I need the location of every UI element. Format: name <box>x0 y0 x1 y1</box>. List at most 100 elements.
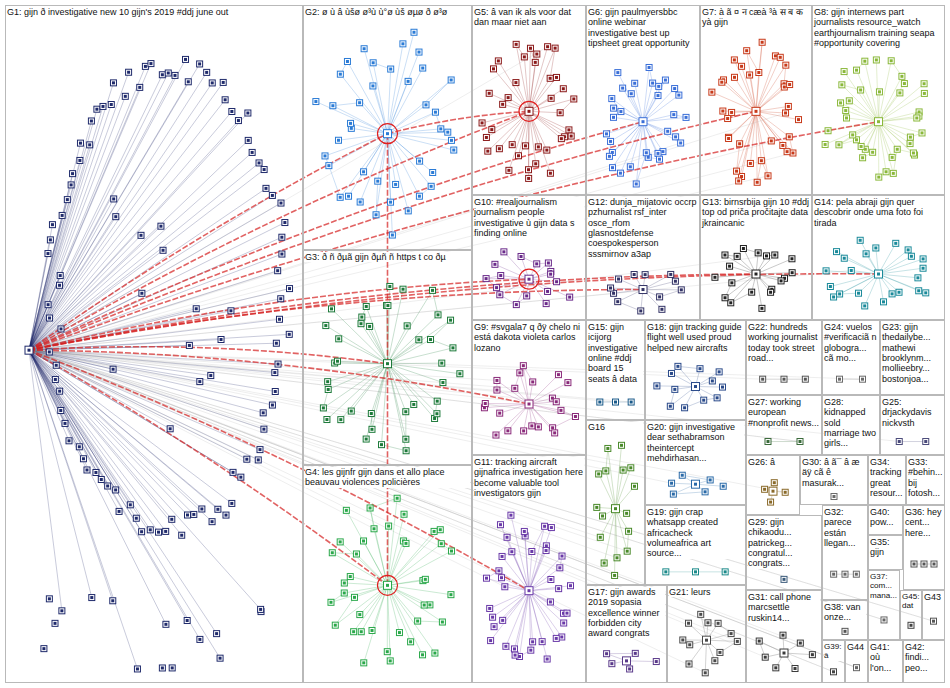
vertex-core <box>100 478 103 481</box>
vertex-core <box>545 302 548 305</box>
network-line <box>29 350 705 673</box>
vertex-core <box>485 277 488 280</box>
vertex-frame <box>896 289 902 295</box>
network-line <box>388 134 409 211</box>
network-line <box>488 111 529 151</box>
vertex-core <box>898 291 901 294</box>
vertex-frame <box>709 89 715 95</box>
vertex-icon <box>657 156 663 162</box>
vertex-icon <box>373 212 379 218</box>
vertex-icon <box>545 260 551 266</box>
vertex-core <box>195 307 198 310</box>
vertex-icon <box>785 103 791 109</box>
vertex-icon <box>552 45 558 51</box>
vertex-frame <box>197 636 203 642</box>
vertex-frame <box>159 72 165 78</box>
vertex-core <box>59 274 62 277</box>
vertex-core <box>825 269 828 272</box>
vertex-core <box>407 209 410 212</box>
vertex-core <box>797 118 800 121</box>
vertex-frame <box>920 256 926 262</box>
vertex-frame <box>344 58 350 64</box>
vertex-icon <box>260 410 266 416</box>
highlight-line <box>29 350 529 404</box>
vertex-core <box>362 170 365 173</box>
network-line <box>523 366 529 404</box>
vertex-core <box>680 288 683 291</box>
vertex-icon <box>279 251 285 257</box>
network-line <box>879 122 914 153</box>
vertex-core <box>837 143 840 146</box>
vertex-core <box>891 292 894 295</box>
vertex-core <box>788 135 791 138</box>
vertex-frame <box>609 96 615 102</box>
vertex-core <box>161 666 164 669</box>
vertex-frame <box>156 529 162 535</box>
vertex-frame <box>486 90 492 96</box>
vertex-core <box>912 151 915 154</box>
vertex-icon <box>214 631 220 637</box>
vertex-frame <box>357 199 363 205</box>
vertex-core <box>47 303 50 306</box>
network-line <box>335 597 354 625</box>
vertex-icon <box>908 253 914 259</box>
vertex-core <box>370 428 373 431</box>
vertex-frame <box>854 67 860 73</box>
network-line <box>332 309 388 364</box>
vertex-icon <box>557 110 563 116</box>
vertex-icon <box>643 150 649 156</box>
vertex-frame <box>642 272 648 278</box>
vertex-core <box>106 484 109 487</box>
network-line <box>606 471 616 509</box>
vertex-frame <box>914 115 920 121</box>
vertex-core <box>534 162 537 165</box>
vertex-icon <box>159 72 165 78</box>
vertex-frame <box>875 118 883 126</box>
vertex-core <box>757 71 760 74</box>
vertex-frame <box>420 65 426 71</box>
vertex-frame <box>445 129 451 135</box>
vertex-icon <box>485 148 491 154</box>
vertex-icon <box>375 178 381 184</box>
vertex-icon <box>787 82 793 88</box>
network-line <box>29 350 857 668</box>
vertex-icon <box>489 127 495 133</box>
vertex-icon <box>52 620 58 626</box>
vertex-frame <box>57 273 63 279</box>
vertex-frame <box>729 109 735 115</box>
vertex-icon <box>734 168 740 174</box>
vertex-core <box>900 75 903 78</box>
vertex-icon <box>498 273 504 279</box>
vertex-core <box>430 185 433 188</box>
vertex-frame <box>778 278 784 284</box>
vertex-icon <box>448 137 454 143</box>
vertex-icon <box>747 160 753 166</box>
vertex-core <box>404 438 407 441</box>
vertex-frame <box>533 161 539 167</box>
network-line <box>614 509 616 576</box>
vertex-frame <box>417 158 423 164</box>
vertex-core <box>774 54 777 57</box>
vertex-icon <box>728 300 734 306</box>
vertex-core <box>375 213 378 216</box>
vertex-icon <box>863 251 869 257</box>
vertex-frame <box>77 157 83 163</box>
vertex-frame <box>671 112 677 118</box>
vertex-core <box>418 160 421 163</box>
vertex-icon <box>191 511 197 517</box>
network-line <box>29 350 857 668</box>
vertex-frame <box>672 86 678 92</box>
vertex-frame <box>873 245 879 251</box>
vertex-icon <box>126 69 132 75</box>
vertex-core <box>871 151 874 154</box>
vertex-icon <box>273 340 279 346</box>
vertex-core <box>48 597 51 600</box>
vertex-core <box>721 110 724 113</box>
vertex-icon <box>633 181 639 187</box>
vertex-frame <box>217 655 223 661</box>
network-line <box>29 350 934 621</box>
vertex-core <box>892 172 895 175</box>
vertex-icon <box>432 109 438 115</box>
vertex-frame <box>672 278 678 284</box>
vertex-frame <box>608 285 614 291</box>
